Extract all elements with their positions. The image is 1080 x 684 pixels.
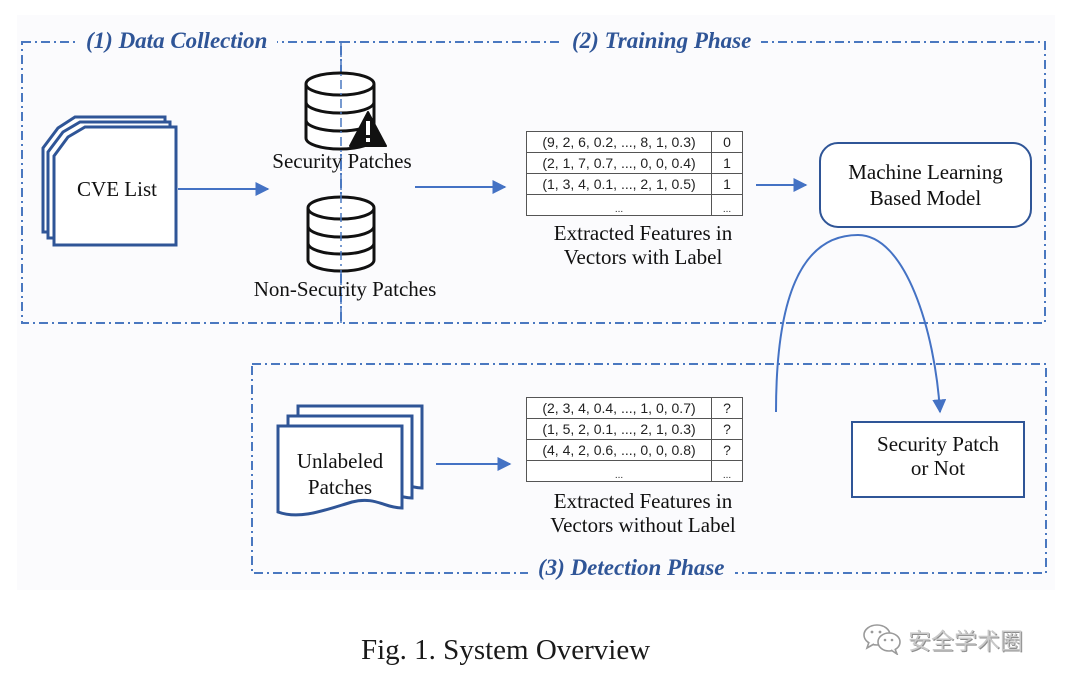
result-label-line2: or Not <box>910 456 966 480</box>
watermark-text: 安全学术圈 <box>908 629 1023 655</box>
table-row: (9, 2, 6, 0.2, ..., 8, 1, 0.3) 0 <box>526 131 743 153</box>
detection-caption-line2: Vectors without Label <box>550 513 736 537</box>
table-row: (2, 1, 7, 0.7, ..., 0, 0, 0.4) 1 <box>526 152 743 174</box>
label-cell: ... <box>711 460 743 482</box>
label-cell: ? <box>711 418 743 440</box>
document-stack-icon <box>41 115 178 247</box>
non-security-patches-label: Non-Security Patches <box>253 277 437 301</box>
training-features-table: (9, 2, 6, 0.2, ..., 8, 1, 0.3) 0 (2, 1, … <box>526 131 743 216</box>
vector-cell: (9, 2, 6, 0.2, ..., 8, 1, 0.3) <box>526 131 712 153</box>
table-row: (1, 5, 2, 0.1, ..., 2, 1, 0.3) ? <box>526 418 743 440</box>
label-cell: 0 <box>711 131 743 153</box>
detection-features-table: (2, 3, 4, 0.4, ..., 1, 0, 0.7) ? (1, 5, … <box>526 397 743 482</box>
table-row: ... ... <box>526 194 743 216</box>
ml-model-label: Machine Learning Based Model <box>820 159 1031 211</box>
training-table-caption: Extracted Features in Vectors with Label <box>516 221 770 269</box>
training-caption-line1: Extracted Features in <box>553 221 733 245</box>
vector-cell: ... <box>526 460 712 482</box>
table-row: ... ... <box>526 460 743 482</box>
table-row: (1, 3, 4, 0.1, ..., 2, 1, 0.5) 1 <box>526 173 743 195</box>
label-cell: 1 <box>711 173 743 195</box>
phase-title-detection: (3) Detection Phase <box>528 555 735 581</box>
result-label: Security Patch or Not <box>852 432 1024 480</box>
watermark: 安全学术圈 <box>862 622 1023 656</box>
detection-caption-line1: Extracted Features in <box>553 489 733 513</box>
label-cell: ? <box>711 397 743 419</box>
result-label-line1: Security Patch <box>877 432 999 456</box>
ml-model-label-line2: Based Model <box>869 186 982 210</box>
label-cell: ? <box>711 439 743 461</box>
label-cell: 1 <box>711 152 743 174</box>
wechat-icon <box>863 624 901 655</box>
result-box <box>851 421 1025 498</box>
phase-title-training: (2) Training Phase <box>562 28 762 54</box>
table-row: (4, 4, 2, 0.6, ..., 0, 0, 0.8) ? <box>526 439 743 461</box>
vector-cell: (4, 4, 2, 0.6, ..., 0, 0, 0.8) <box>526 439 712 461</box>
vector-cell: (2, 3, 4, 0.4, ..., 1, 0, 0.7) <box>526 397 712 419</box>
phase-title-data-collection: (1) Data Collection <box>76 28 278 54</box>
ml-model-box <box>819 142 1032 228</box>
cve-list-label: CVE List <box>77 177 157 201</box>
label-cell: ... <box>711 194 743 216</box>
security-patches-label: Security Patches <box>272 149 412 173</box>
detection-table-caption: Extracted Features in Vectors without La… <box>516 489 770 537</box>
document-stack-icon <box>276 404 424 517</box>
warning-triangle-icon <box>349 111 387 147</box>
figure-caption: Fig. 1. System Overview <box>361 634 651 666</box>
unlabeled-patches-label: Unlabeled Patches <box>278 448 402 500</box>
arrow-model-to-result <box>775 233 947 414</box>
vector-cell: (2, 1, 7, 0.7, ..., 0, 0, 0.4) <box>526 152 712 174</box>
vector-cell: ... <box>526 194 712 216</box>
vector-cell: (1, 5, 2, 0.1, ..., 2, 1, 0.3) <box>526 418 712 440</box>
ml-model-label-line1: Machine Learning <box>848 160 1003 184</box>
table-row: (2, 3, 4, 0.4, ..., 1, 0, 0.7) ? <box>526 397 743 419</box>
vector-cell: (1, 3, 4, 0.1, ..., 2, 1, 0.5) <box>526 173 712 195</box>
unlabeled-label-line2: Patches <box>307 475 373 499</box>
unlabeled-label-line1: Unlabeled <box>296 449 384 473</box>
training-caption-line2: Vectors with Label <box>563 245 723 269</box>
